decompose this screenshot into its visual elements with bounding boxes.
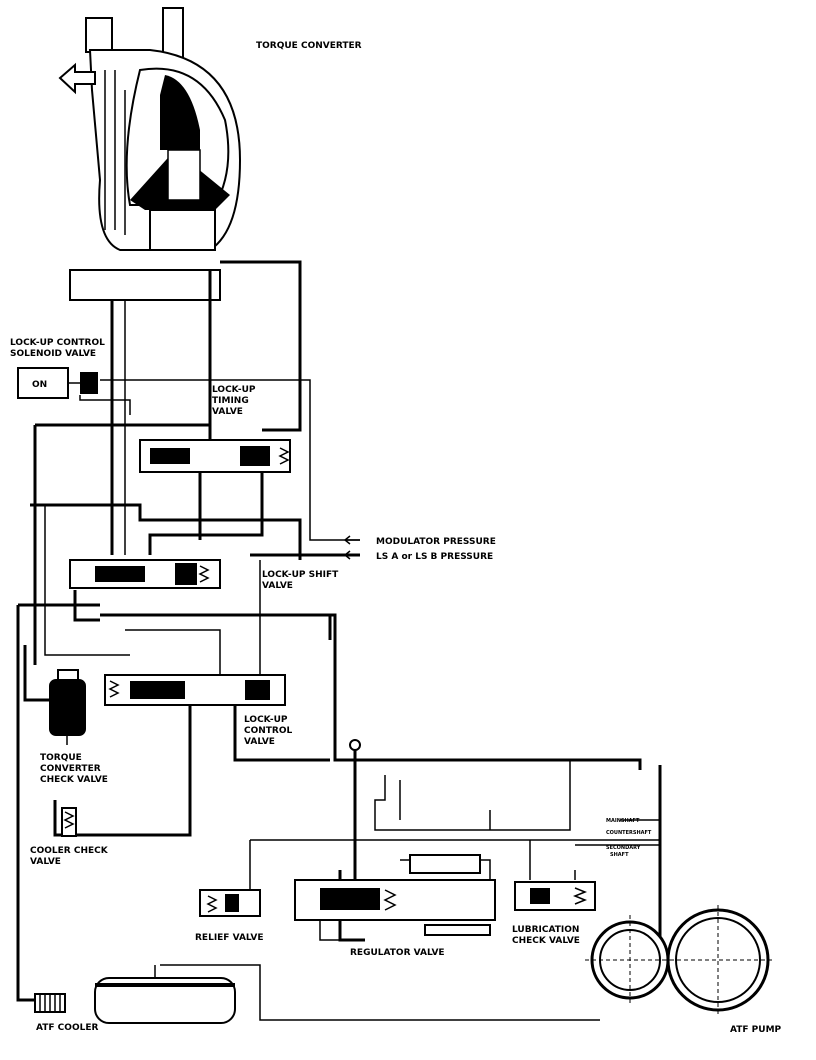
relief-valve: RELIEF VALVE [195, 889, 264, 943]
label-control-line1: LOCK-UP [244, 715, 288, 725]
regulator-valve: REGULATOR VALVE [294, 739, 496, 958]
label-atf-pump: ATF PUMP [730, 1025, 782, 1035]
label-countershaft: COUNTERSHAFT [606, 830, 652, 836]
atf-cooler: ATF COOLER [34, 977, 236, 1033]
shift-valve-land [175, 563, 197, 585]
tc-check-body [49, 679, 86, 736]
control-valve-land [245, 680, 270, 700]
torque-converter: TORQUE CONVERTER [58, 7, 362, 301]
label-torque-converter: TORQUE CONVERTER [256, 41, 362, 51]
lockup-control-valve: LOCK-UP CONTROL VALVE [104, 674, 293, 747]
converter-cap [85, 17, 113, 53]
lockup-timing-valve: LOCK-UP TIMING VALVE [139, 385, 291, 473]
label-lubrication-line1: LUBRICATION [512, 925, 579, 935]
atf-pump: ATF PUMP [585, 905, 782, 1035]
torque-converter-check-valve: TORQUE CONVERTER CHECK VALVE [40, 669, 108, 785]
hydraulic-lines [16, 260, 662, 1021]
lubrication-valve-body [514, 881, 596, 911]
output-arrow-icon [58, 62, 96, 95]
label-solenoid-line2: SOLENOID VALVE [10, 349, 96, 359]
label-cooler-check-line2: VALVE [30, 857, 61, 867]
regulator-spool [320, 888, 380, 910]
label-atf-cooler: ATF COOLER [36, 1023, 98, 1033]
solenoid-state: ON [32, 380, 47, 390]
control-valve-spring [108, 680, 120, 698]
label-mainshaft: MAINSHAFT [606, 818, 640, 824]
label-shift-line2: VALVE [262, 581, 293, 591]
label-modulator-pressure: MODULATOR PRESSURE [376, 537, 496, 547]
label-shift-line1: LOCK-UP SHIFT [262, 570, 339, 580]
timing-valve-spool [150, 448, 190, 464]
timing-valve-land [240, 446, 270, 466]
cooler-reservoir [94, 977, 236, 1024]
lockup-control-solenoid-valve: ON LOCK-UP CONTROL SOLENOID VALVE [10, 338, 105, 399]
lubrication-valve-spring [572, 887, 588, 905]
converter-shaft-seal [149, 209, 216, 251]
label-tc-check-line3: CHECK VALVE [40, 775, 108, 785]
label-control-line2: CONTROL [244, 726, 293, 736]
pump-gear-right [666, 908, 770, 1012]
label-relief-valve: RELIEF VALVE [195, 933, 264, 943]
shift-valve-spring [198, 565, 210, 583]
label-solenoid-line1: LOCK-UP CONTROL [10, 338, 105, 348]
label-regulator-valve: REGULATOR VALVE [350, 948, 445, 958]
regulator-spring [383, 889, 397, 911]
lockup-shift-valve: LOCK-UP SHIFT VALVE [69, 559, 339, 591]
control-valve-spool [130, 681, 185, 699]
label-timing-line1: LOCK-UP [212, 385, 256, 395]
label-timing-line3: VALVE [212, 407, 243, 417]
shift-valve-spool [95, 566, 145, 582]
pressure-gauge-icon [349, 739, 361, 751]
label-secondary-line1: SECONDARY [606, 845, 641, 851]
modulator-arrow-icon [343, 535, 360, 545]
external-pressure-inputs: MODULATOR PRESSURE LS A or LS B PRESSURE [343, 535, 496, 562]
solenoid-body [17, 367, 69, 399]
label-tc-check-line2: CONVERTER [40, 764, 101, 774]
converter-base [69, 269, 221, 301]
cooler-check-valve: COOLER CHECK VALVE [30, 807, 109, 867]
converter-stud [162, 7, 184, 59]
relief-valve-spring [206, 895, 218, 913]
ls-arrow-icon [343, 550, 360, 560]
label-ls-pressure: LS A or LS B PRESSURE [376, 552, 493, 562]
label-cooler-check-line1: COOLER CHECK [30, 846, 109, 856]
label-control-line3: VALVE [244, 737, 275, 747]
turbine-core [160, 75, 200, 150]
label-timing-line2: TIMING [212, 396, 249, 406]
lubrication-check-valve: LUBRICATION CHECK VALVE [512, 881, 596, 946]
shaft-outputs: MAINSHAFT COUNTERSHAFT SECONDARY SHAFT [606, 818, 652, 858]
label-tc-check-line1: TORQUE [40, 753, 82, 763]
label-lubrication-line2: CHECK VALVE [512, 936, 580, 946]
label-secondary-line2: SHAFT [610, 852, 629, 858]
solenoid-plunger [80, 372, 98, 394]
converter-passages [104, 70, 126, 235]
timing-valve-spring [278, 447, 290, 465]
converter-hub [167, 149, 201, 201]
